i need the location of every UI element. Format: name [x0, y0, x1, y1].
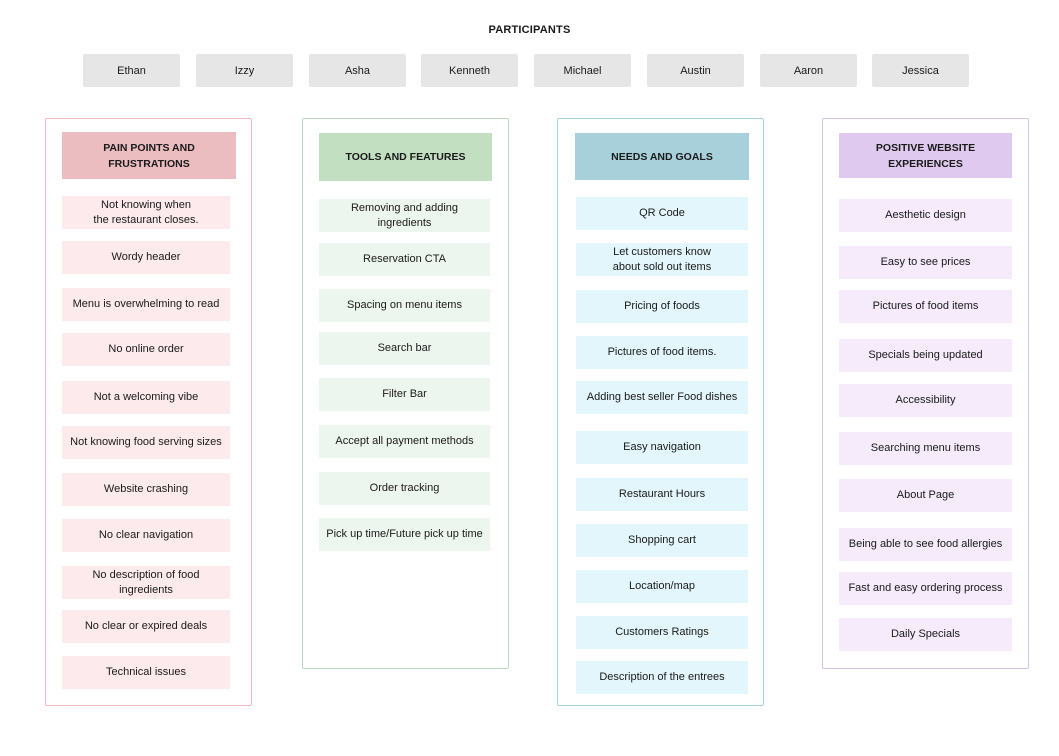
pain-points-column	[45, 118, 252, 706]
need-goal-card: Pictures of food items.	[576, 336, 748, 369]
tool-feature-card: Order tracking	[319, 472, 490, 505]
positive-experience-card: Accessibility	[839, 384, 1012, 417]
pain-point-card: Technical issues	[62, 656, 230, 689]
positive-experience-card: Specials being updated	[839, 339, 1012, 372]
pain-point-card: Wordy header	[62, 241, 230, 274]
need-goal-card: Easy navigation	[576, 431, 748, 464]
pain-point-card: Not a welcoming vibe	[62, 381, 230, 414]
needs-heading: NEEDS AND GOALS	[575, 133, 749, 180]
need-goal-card: Adding best seller Food dishes	[576, 381, 748, 414]
positive-experience-card: Being able to see food allergies	[839, 528, 1012, 561]
need-goal-card: Shopping cart	[576, 524, 748, 557]
needs-column	[557, 118, 764, 706]
need-goal-card: Location/map	[576, 570, 748, 603]
need-goal-card: Pricing of foods	[576, 290, 748, 323]
positive-experience-card: Easy to see prices	[839, 246, 1012, 279]
need-goal-card: Let customers know about sold out items	[576, 243, 748, 276]
tool-feature-card: Pick up time/Future pick up time	[319, 518, 490, 551]
need-goal-card: Customers Ratings	[576, 616, 748, 649]
participants-title: PARTICIPANTS	[488, 24, 571, 36]
tool-feature-card: Removing and adding ingredients	[319, 199, 490, 232]
participant-chip: Austin	[647, 54, 744, 87]
pain-points-heading: PAIN POINTS AND FRUSTRATIONS	[62, 132, 236, 179]
pain-point-card: No online order	[62, 333, 230, 366]
tool-feature-card: Spacing on menu items	[319, 289, 490, 322]
need-goal-card: Restaurant Hours	[576, 478, 748, 511]
participant-chip: Michael	[534, 54, 631, 87]
tool-feature-card: Search bar	[319, 332, 490, 365]
positive-experience-card: Pictures of food items	[839, 290, 1012, 323]
pain-point-card: No clear or expired deals	[62, 610, 230, 643]
participant-chip: Kenneth	[421, 54, 518, 87]
need-goal-card: QR Code	[576, 197, 748, 230]
positive-experience-card: Daily Specials	[839, 618, 1012, 651]
positive-experience-card: Searching menu items	[839, 432, 1012, 465]
positive-experience-card: Fast and easy ordering process	[839, 572, 1012, 605]
positive-experiences-heading: POSITIVE WEBSITE EXPERIENCES	[839, 133, 1012, 178]
participant-chip: Ethan	[83, 54, 180, 87]
need-goal-card: Description of the entrees	[576, 661, 748, 694]
tool-feature-card: Filter Bar	[319, 378, 490, 411]
participant-chip: Aaron	[760, 54, 857, 87]
pain-point-card: No description of food ingredients	[62, 566, 230, 599]
positive-experience-card: Aesthetic design	[839, 199, 1012, 232]
tools-column	[302, 118, 509, 669]
pain-point-card: Menu is overwhelming to read	[62, 288, 230, 321]
tool-feature-card: Reservation CTA	[319, 243, 490, 276]
positive-experiences-column	[822, 118, 1029, 669]
pain-point-card: Website crashing	[62, 473, 230, 506]
positive-experience-card: About Page	[839, 479, 1012, 512]
participant-chip: Jessica	[872, 54, 969, 87]
tools-heading: TOOLS AND FEATURES	[319, 133, 492, 181]
participant-chip: Izzy	[196, 54, 293, 87]
pain-point-card: Not knowing when the restaurant closes.	[62, 196, 230, 229]
pain-point-card: No clear navigation	[62, 519, 230, 552]
pain-point-card: Not knowing food serving sizes	[62, 426, 230, 459]
tool-feature-card: Accept all payment methods	[319, 425, 490, 458]
participant-chip: Asha	[309, 54, 406, 87]
